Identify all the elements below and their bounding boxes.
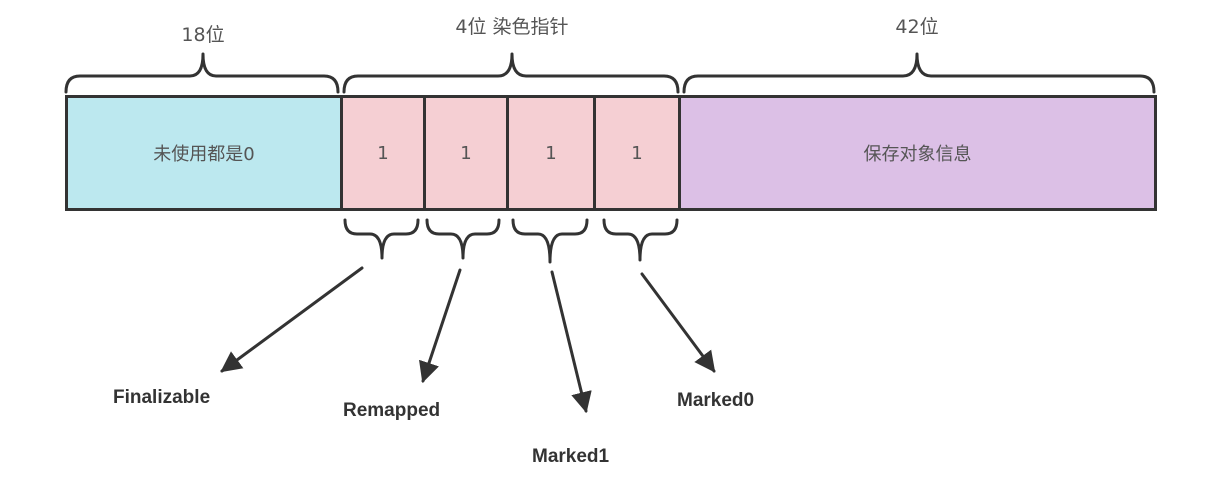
remapped-label: Remapped xyxy=(343,400,441,421)
marked1-label: Marked1 xyxy=(532,446,610,467)
marked0-bit-cell: 1 xyxy=(593,95,681,211)
finalizable-brace xyxy=(343,218,420,260)
finalizable-arrow xyxy=(220,266,364,373)
color-bits-brace xyxy=(342,52,680,94)
marked1-brace xyxy=(511,218,589,264)
store-bits-label: 42位 xyxy=(895,16,939,38)
store-bits-brace xyxy=(682,52,1156,94)
color-pointer-bits-label: 4位 染色指针 xyxy=(455,16,569,38)
marked0-brace xyxy=(602,218,679,262)
marked1-bit-cell: 1 xyxy=(506,95,596,211)
finalizable-label: Finalizable xyxy=(113,387,211,408)
bit-value: 1 xyxy=(377,142,389,164)
store-segment: 保存对象信息 xyxy=(678,95,1157,211)
finalizable-bit-cell: 1 xyxy=(340,95,426,211)
marked1-arrow xyxy=(550,270,592,414)
unused-bits-brace xyxy=(64,52,340,94)
unused-segment-text: 未使用都是0 xyxy=(153,144,255,165)
bit-value: 1 xyxy=(631,142,643,164)
unused-segment: 未使用都是0 xyxy=(65,95,343,211)
remapped-brace xyxy=(425,218,501,260)
unused-bits-label: 18位 xyxy=(181,24,225,46)
remapped-arrow xyxy=(419,268,462,383)
remapped-bit-cell: 1 xyxy=(423,95,509,211)
store-segment-text: 保存对象信息 xyxy=(863,144,972,165)
marked0-arrow xyxy=(640,272,716,373)
bit-value: 1 xyxy=(460,142,472,164)
marked0-label: Marked0 xyxy=(677,390,755,411)
bit-value: 1 xyxy=(545,142,557,164)
